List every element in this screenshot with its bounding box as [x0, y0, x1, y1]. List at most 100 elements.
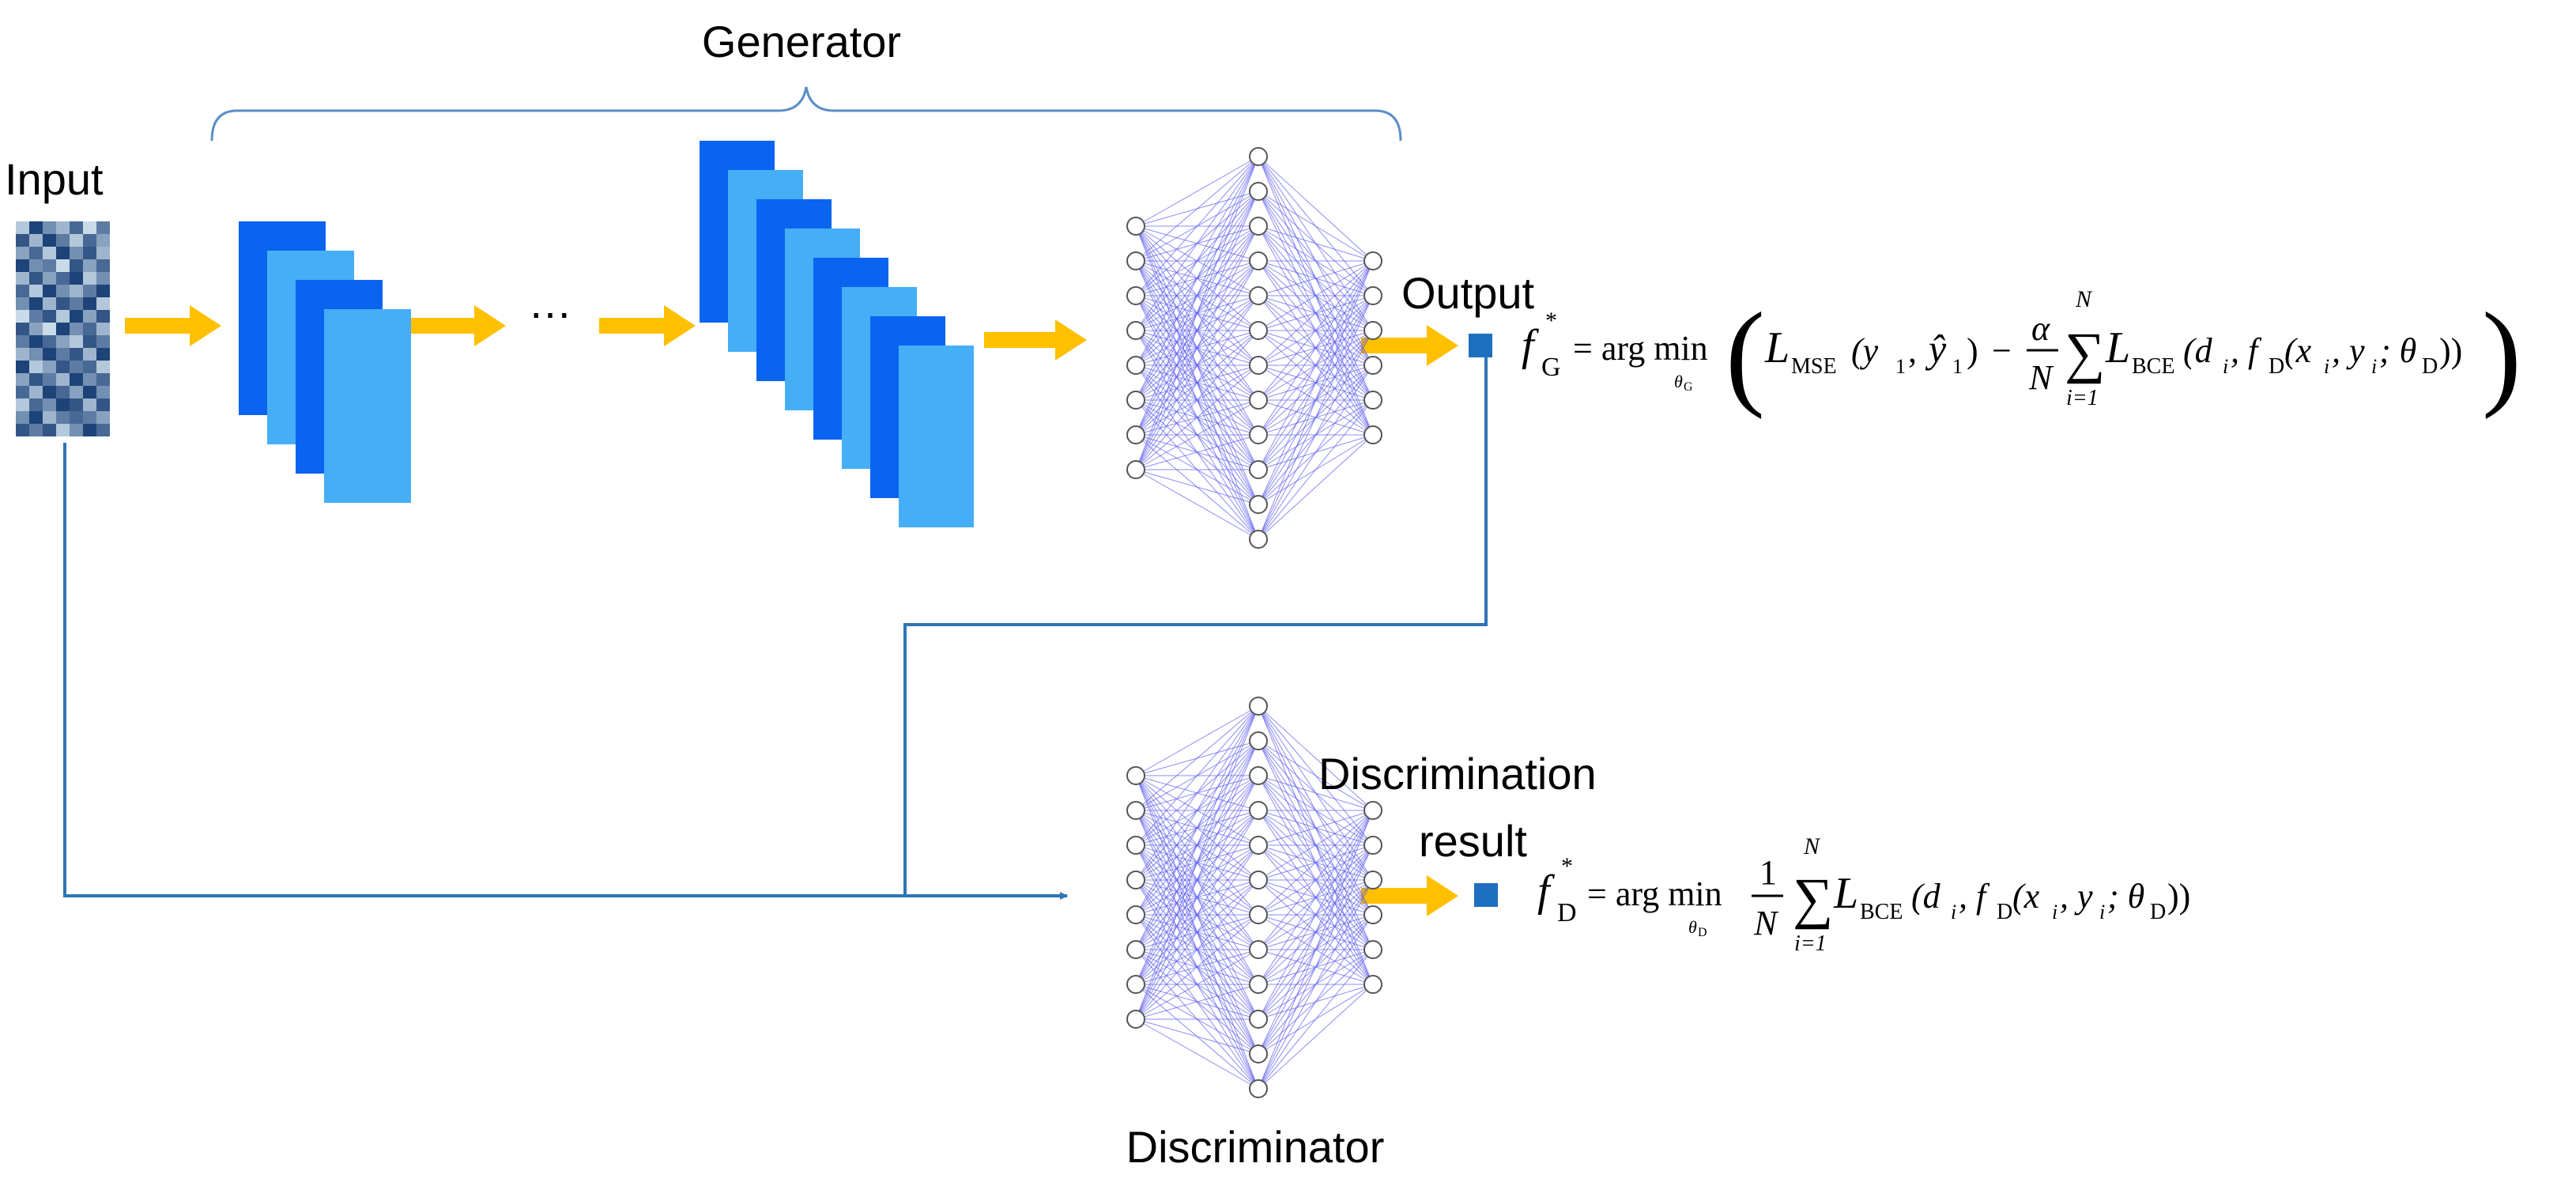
heatmap-cell	[70, 335, 83, 348]
discriminator-label: Discriminator	[1126, 1122, 1385, 1172]
heatmap-cell	[83, 259, 96, 272]
neuron	[1363, 321, 1382, 340]
heatmap-cell	[16, 234, 29, 247]
heatmap-cell	[16, 310, 29, 323]
heatmap-cell	[96, 361, 110, 373]
network-edge	[1258, 225, 1374, 262]
heatmap-cell	[96, 297, 110, 310]
network-edge	[1258, 879, 1374, 1090]
heatmap-cell	[56, 247, 70, 259]
network-edge	[1135, 705, 1259, 985]
heatmap-cell	[43, 310, 56, 323]
heatmap-cell	[56, 424, 70, 436]
generator-brace	[210, 86, 1402, 142]
network-edge	[1135, 740, 1259, 1020]
neuron	[1363, 391, 1382, 410]
eq-g-comma: ,	[1908, 331, 1917, 370]
network-edge	[1258, 705, 1374, 811]
neuron	[1363, 871, 1382, 890]
generator-label: Generator	[702, 17, 901, 66]
network-edge	[1135, 156, 1259, 227]
eq-g-f-sub: G	[1541, 353, 1561, 382]
heatmap-cell	[70, 398, 83, 411]
heatmap-cell	[16, 398, 29, 411]
heatmap-cell	[43, 373, 56, 386]
heatmap-cell	[29, 221, 43, 234]
heatmap-cell	[83, 297, 96, 310]
heatmap-cell	[83, 348, 96, 361]
network-edge	[1135, 705, 1259, 950]
eq-g-fD-sub: D	[2269, 354, 2284, 379]
neuron	[1363, 836, 1382, 855]
neuron	[1249, 731, 1268, 750]
heatmap-cell	[70, 221, 83, 234]
network-edge	[1258, 810, 1374, 1020]
heatmap-cell	[83, 285, 96, 297]
heatmap-cell	[56, 310, 70, 323]
neuron	[1249, 766, 1268, 785]
neuron	[1126, 905, 1145, 924]
heatmap-cell	[83, 373, 96, 386]
heatmap-cell	[83, 398, 96, 411]
heatmap-cell	[29, 259, 43, 272]
eq-g-argmin: = arg min	[1573, 329, 1708, 368]
eq-g-yhat: ŷ	[1925, 327, 1947, 371]
heatmap-cell	[56, 221, 70, 234]
eq-g-thetaD-sub: D	[2422, 354, 2438, 379]
network-edge	[1258, 260, 1374, 505]
heatmap-cell	[83, 386, 96, 398]
generator-dense-network	[1126, 147, 1382, 549]
heatmap-cell	[56, 297, 70, 310]
network-edge	[1258, 775, 1374, 811]
network-edge	[1135, 156, 1259, 470]
eq-d-args: (d	[1911, 877, 1941, 916]
eq-d-f: f	[1537, 867, 1556, 916]
eq-g-frac-den: N	[2028, 358, 2054, 397]
network-edge	[1258, 260, 1374, 436]
eq-g-semi: ; θ	[2379, 331, 2416, 370]
heatmap-cell	[16, 411, 29, 424]
network-edge	[1258, 191, 1374, 262]
heatmap-cell	[96, 247, 110, 259]
neuron	[1249, 321, 1268, 340]
heatmap-cell	[83, 272, 96, 285]
heatmap-cell	[56, 361, 70, 373]
network-edge	[1135, 705, 1259, 1020]
heatmap-cell	[29, 386, 43, 398]
heatmap-cell	[29, 310, 43, 323]
network-edge	[1135, 156, 1259, 366]
heatmap-cell	[16, 386, 29, 398]
network-edge	[1258, 740, 1374, 811]
heatmap-cell	[43, 411, 56, 424]
heatmap-cell	[56, 386, 70, 398]
ellipsis: …	[528, 278, 572, 327]
network-edge	[1258, 844, 1374, 1090]
eq-d-thetaD-sub: D	[2150, 900, 2166, 924]
flow-arrow	[125, 305, 221, 346]
neuron	[1249, 1044, 1268, 1063]
heatmap-cell	[56, 285, 70, 297]
heatmap-cell	[43, 234, 56, 247]
heatmap-cell	[16, 424, 29, 436]
heatmap-cell	[70, 411, 83, 424]
heatmap-cell	[16, 323, 29, 335]
heatmap-cell	[56, 259, 70, 272]
heatmap-cell	[96, 424, 110, 436]
network-edge	[1135, 810, 1259, 1020]
heatmap-cell	[56, 234, 70, 247]
eq-g-comma2: , y	[2332, 331, 2365, 370]
eq-g-isub2: i	[2324, 355, 2329, 378]
eq-g-argmin-sub2: G	[1684, 380, 1693, 394]
neuron	[1126, 766, 1145, 785]
heatmap-cell	[83, 411, 96, 424]
heatmap-cell	[70, 361, 83, 373]
eq-g-L2: L	[2105, 323, 2130, 372]
heatmap-cell	[96, 323, 110, 335]
neuron	[1249, 530, 1268, 549]
neuron	[1363, 940, 1382, 959]
heatmap-cell	[43, 285, 56, 297]
eq-g-mid: , f	[2231, 331, 2262, 370]
heatmap-cell	[70, 323, 83, 335]
heatmap-cell	[96, 234, 110, 247]
network-edge	[1135, 156, 1259, 331]
